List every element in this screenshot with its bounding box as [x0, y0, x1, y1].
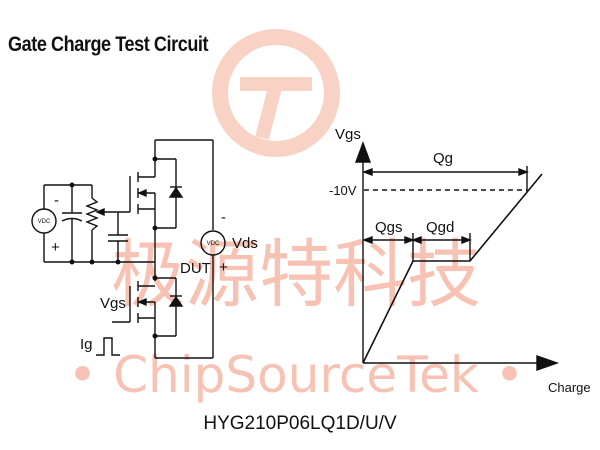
qg-label: Qg [433, 150, 453, 167]
capacitor-left [61, 185, 83, 262]
test-circuit: VDC [31, 139, 226, 359]
ig-label: Ig [80, 336, 93, 353]
vds-label: Vds [232, 235, 258, 252]
watermark: 极源特科技 • ChipSourceTek • [68, 29, 525, 404]
plus-right-label: + [219, 259, 228, 276]
vdc-source-left [31, 185, 57, 262]
watermark-chinese: 极源特科技 [111, 232, 481, 318]
y-axis-label: Vgs [335, 126, 361, 143]
capacitor-right [108, 212, 128, 262]
mosfet-dut [129, 262, 184, 358]
page-title: Gate Charge Test Circuit [8, 33, 209, 56]
level-label: -10V [329, 183, 357, 198]
vdc-right-label: VDC [207, 241, 220, 247]
qgs-label: Qgs [375, 219, 403, 236]
ig-pulse [96, 337, 120, 356]
vgs-circuit-label: Vgs [100, 295, 126, 312]
qgd-label: Qgd [426, 219, 454, 236]
x-axis-arrow [536, 355, 560, 371]
vgs-curve [362, 173, 543, 364]
y-axis-arrow [354, 140, 372, 163]
plus-left-label: + [51, 239, 60, 256]
vdc-left-label: VDC [38, 219, 51, 225]
watermark-latin: • ChipSourceTek • [68, 346, 525, 404]
gate-charge-waveform [354, 140, 560, 371]
vdc-source-right [200, 230, 226, 358]
part-number: HYG210P06LQ1D/U/V [203, 413, 397, 434]
watermark-logo [212, 29, 340, 157]
minus-left-label: - [54, 192, 59, 209]
dut-label: DUT [180, 260, 211, 277]
x-axis-label: Charge [548, 380, 591, 395]
mosfet-top [129, 140, 184, 262]
potentiometer [85, 185, 130, 262]
minus-right-label: - [221, 209, 226, 226]
